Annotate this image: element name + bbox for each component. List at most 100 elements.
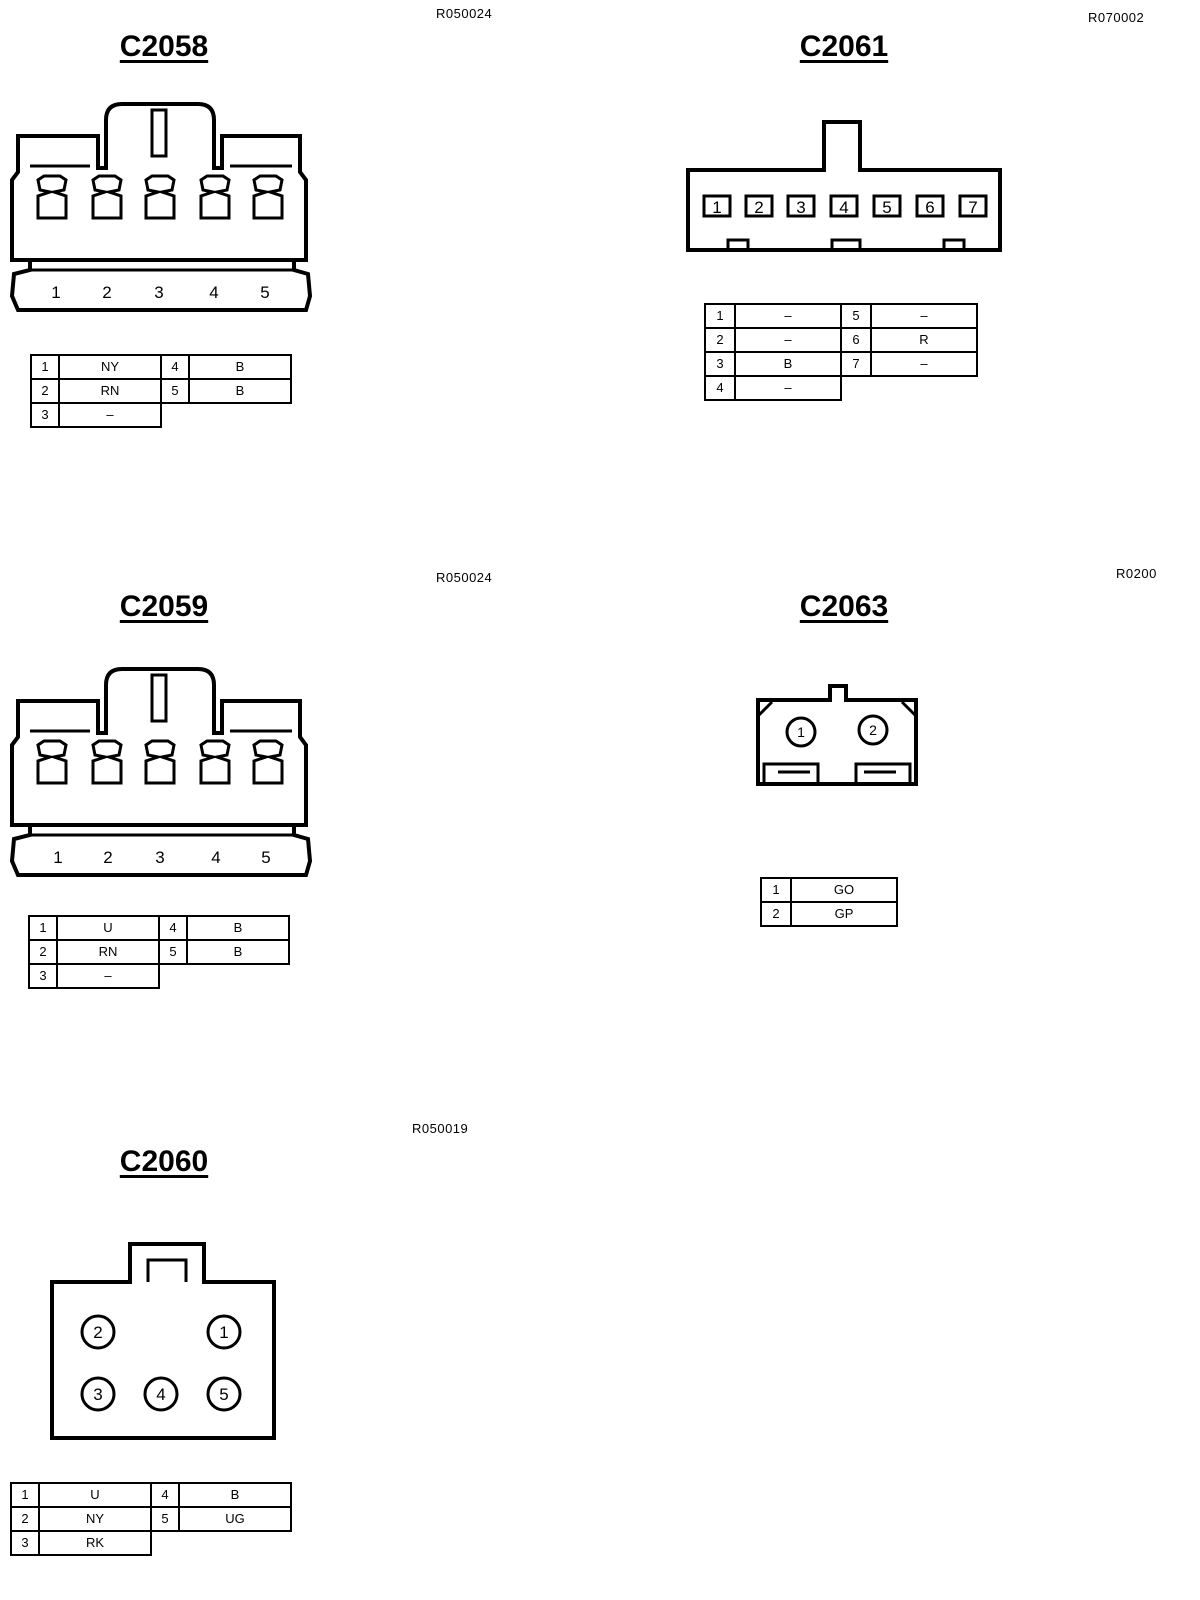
ref-code: R070002 [1088,10,1145,25]
connector-title: C2063 [799,590,889,623]
table-row: 1 U 4 B [10,1482,292,1508]
table-row: 1 U 4 B [28,915,290,941]
pin-number: 1 [28,915,58,941]
wire-color: – [870,351,978,377]
pin-number: 5 [158,939,188,965]
pin-number: 2 [760,901,792,927]
wire-color: U [38,1482,152,1508]
connector-face-c2058: 1 2 3 4 5 [9,102,313,312]
connector-title: C2058 [119,30,209,63]
wire-color: – [58,402,162,428]
table-row: 2 GP [760,901,898,927]
wire-color: RN [58,378,162,404]
wire-color: B [178,1482,292,1508]
pin-number: 5 [160,378,190,404]
pin-label: 5 [261,848,270,867]
pin-label: 4 [156,1385,165,1404]
pin-number: 2 [28,939,58,965]
wire-color: NY [38,1506,152,1532]
wire-color: GO [790,877,898,903]
pin-label: 4 [209,283,218,302]
table-row: 1 – 5 – [704,303,978,329]
table-row: 2 NY 5 UG [10,1506,292,1532]
table-row: 1 GO [760,877,898,903]
pin-table-c2058: 1 NY 4 B 2 RN 5 B 3 – [30,354,292,428]
pin-label: 6 [925,198,934,217]
pin-table-c2060: 1 U 4 B 2 NY 5 UG 3 RK [10,1482,292,1556]
wire-color: – [870,303,978,329]
pin-label: 3 [154,283,163,302]
pin-label: 2 [754,198,763,217]
ref-code: R0200 [1116,566,1157,581]
connector-title: C2061 [799,30,889,63]
pin-number: 1 [760,877,792,903]
pin-number: 1 [30,354,60,380]
wire-color: RK [38,1530,152,1556]
pin-number: 3 [704,351,736,377]
pin-number: 3 [10,1530,40,1556]
table-row: 3 – [28,963,289,989]
pin-number: 3 [30,402,60,428]
pin-table-c2061: 1 – 5 – 2 – 6 R 3 B 7 – 4 – [704,303,978,401]
pin-number: 1 [704,303,736,329]
wire-color: R [870,327,978,353]
connector-title: C2060 [119,1145,209,1178]
wire-color: NY [58,354,162,380]
wire-color: – [734,303,842,329]
pin-label: 1 [53,848,62,867]
wire-color: – [734,327,842,353]
wire-color: B [186,939,290,965]
wire-color: B [734,351,842,377]
wire-color: GP [790,901,898,927]
pin-number: 2 [30,378,60,404]
pin-label: 2 [103,848,112,867]
wire-color: B [188,378,292,404]
wire-color: UG [178,1506,292,1532]
pin-number: 4 [704,375,736,401]
pin-table-c2063: 1 GO 2 GP [760,877,898,927]
table-row: 2 – 6 R [704,327,978,353]
pin-number: 6 [840,327,872,353]
pin-label: 3 [93,1385,102,1404]
ref-code: R050024 [436,6,493,21]
wire-color: RN [56,939,160,965]
table-row: 1 NY 4 B [30,354,292,380]
wire-color: B [186,915,290,941]
pin-number: 3 [28,963,58,989]
ref-code: R050019 [412,1121,469,1136]
pin-label: 1 [51,283,60,302]
pin-label: 4 [211,848,220,867]
wire-color: B [188,354,292,380]
pin-label: 2 [869,722,877,738]
connector-face-c2061: 1 2 3 4 5 6 7 [686,120,1002,252]
pin-label: 5 [260,283,269,302]
pin-label: 2 [93,1323,102,1342]
pin-label: 1 [712,198,721,217]
ref-code: R050024 [436,570,493,585]
pin-label: 1 [219,1323,228,1342]
pin-label: 7 [968,198,977,217]
pin-label: 3 [796,198,805,217]
connector-title: C2059 [119,590,209,623]
pin-label: 5 [882,198,891,217]
table-row: 3 B 7 – [704,351,978,377]
connector-face-c2063: 1 2 [756,684,918,786]
pin-number: 4 [160,354,190,380]
table-row: 4 – [704,375,977,401]
wire-color: – [56,963,160,989]
wire-color: – [734,375,842,401]
pin-label: 1 [797,724,805,740]
table-row: 3 – [30,402,291,428]
table-row: 2 RN 5 B [30,378,292,404]
pin-table-c2059: 1 U 4 B 2 RN 5 B 3 – [28,915,290,989]
table-row: 3 RK [10,1530,291,1556]
pin-number: 2 [704,327,736,353]
pin-number: 4 [150,1482,180,1508]
pin-number: 1 [10,1482,40,1508]
pin-label: 2 [102,283,111,302]
pin-number: 5 [840,303,872,329]
pin-number: 5 [150,1506,180,1532]
pin-label: 4 [839,198,848,217]
pin-label: 3 [155,848,164,867]
table-row: 2 RN 5 B [28,939,290,965]
